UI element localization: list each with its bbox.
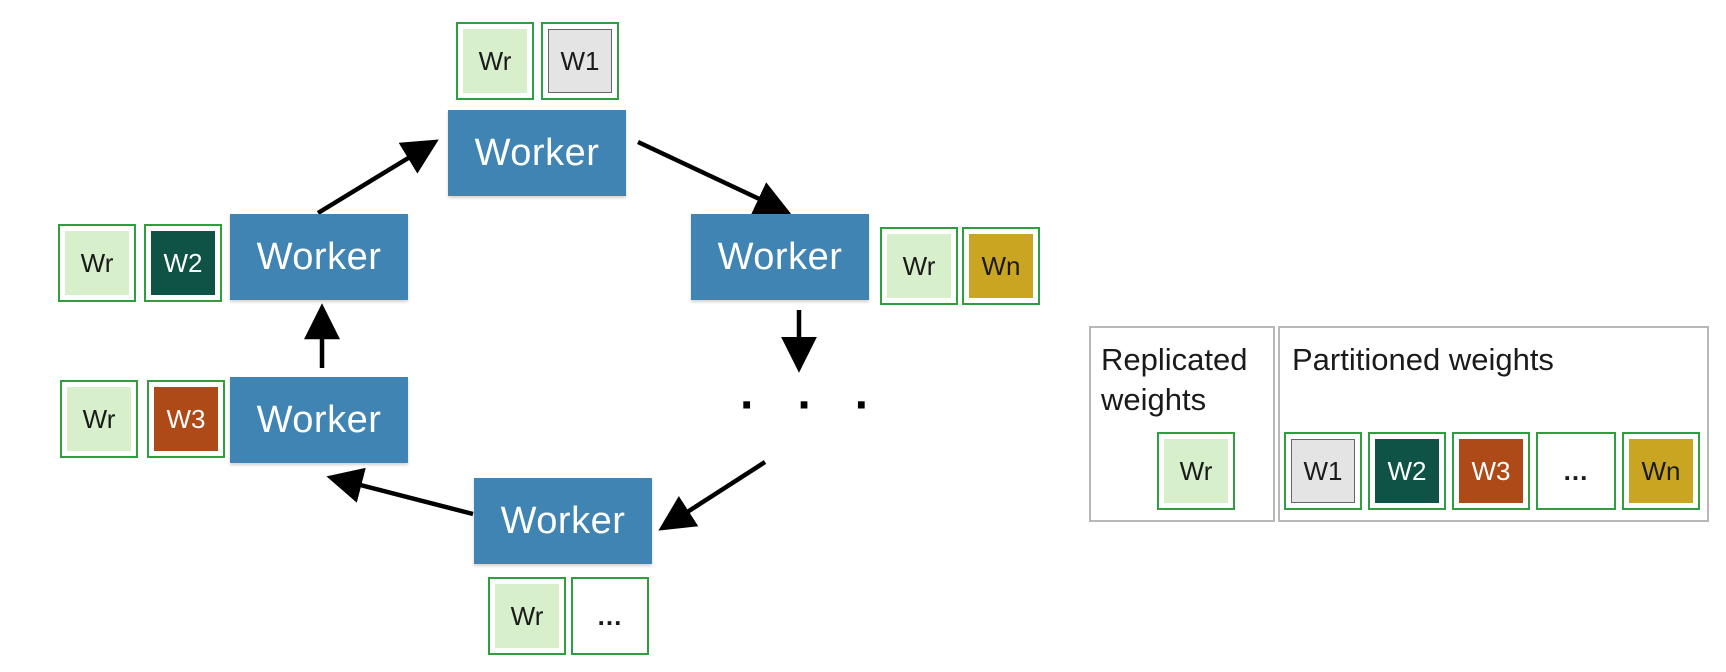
legend-replicated-title: Replicated weights: [1101, 342, 1248, 417]
legend-replicated-panel: Replicated weights Wr: [1089, 326, 1275, 522]
legend-w1-box: W1: [1284, 432, 1362, 510]
legend-w1-label: W1: [1291, 439, 1355, 503]
wr-label: Wr: [1164, 439, 1228, 503]
legend-wr-box: Wr: [1157, 432, 1235, 510]
legend-w3-label: W3: [1459, 439, 1523, 503]
wn-label: Wn: [969, 234, 1033, 298]
arrow-dots-to-bottom: [658, 460, 767, 531]
ellipsis-label: ...: [597, 600, 623, 631]
w1-box-top: W1: [541, 22, 619, 100]
legend-w3-box: W3: [1452, 432, 1530, 510]
wn-box-right: Wn: [962, 227, 1040, 305]
legend-wn-box: Wn: [1622, 432, 1700, 510]
w2-box-left: W2: [144, 224, 222, 302]
legend-partitioned-title: Partitioned weights: [1292, 342, 1554, 377]
w3-box-lower-left: W3: [147, 380, 225, 458]
wr-box-lower-left: Wr: [60, 380, 138, 458]
wr-label: Wr: [65, 231, 129, 295]
legend-ellipsis-box: ...: [1536, 432, 1616, 510]
w1-label: W1: [548, 29, 612, 93]
worker-left: Worker: [230, 214, 408, 300]
wr-box-left: Wr: [58, 224, 136, 302]
legend-w2-label: W2: [1375, 439, 1439, 503]
arrow-top-to-right: [637, 139, 792, 215]
wr-label: Wr: [495, 584, 559, 648]
w3-label: W3: [154, 387, 218, 451]
legend-w2-box: W2: [1368, 432, 1446, 510]
worker-right: Worker: [691, 214, 869, 300]
legend-ellipsis-label: ...: [1563, 455, 1589, 486]
ring-ellipsis: · · ·: [740, 379, 885, 432]
w2-label: W2: [151, 231, 215, 295]
wr-label: Wr: [463, 29, 527, 93]
wr-box-right: Wr: [880, 227, 958, 305]
arrow-left-to-top: [316, 139, 439, 215]
wr-label: Wr: [67, 387, 131, 451]
ellipsis-box-bottom: ...: [571, 577, 649, 655]
worker-lower-left: Worker: [230, 377, 408, 463]
worker-top: Worker: [448, 110, 626, 196]
worker-bottom: Worker: [474, 478, 652, 564]
arrow-bottom-to-lower-left: [326, 467, 474, 517]
wr-label: Wr: [887, 234, 951, 298]
legend-wn-label: Wn: [1629, 439, 1693, 503]
legend-partitioned-panel: Partitioned weights W1 W2 W3 ... Wn: [1278, 326, 1709, 522]
wr-box-top: Wr: [456, 22, 534, 100]
wr-box-bottom: Wr: [488, 577, 566, 655]
